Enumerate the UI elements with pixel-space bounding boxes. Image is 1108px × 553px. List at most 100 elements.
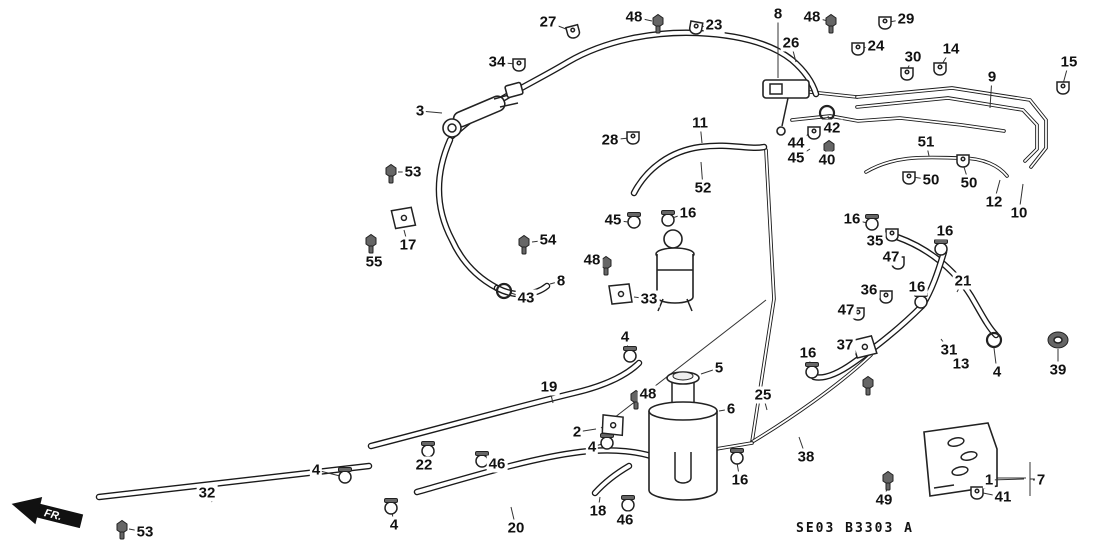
part-number-50[interactable]: 50	[958, 174, 980, 192]
part-number-12[interactable]: 12	[983, 193, 1005, 211]
part-number-11[interactable]: 11	[690, 114, 710, 132]
part-number-4[interactable]: 4	[309, 461, 323, 479]
part-number-54[interactable]: 54	[537, 231, 559, 249]
part-number-47[interactable]: 47	[880, 248, 902, 266]
part-number-4[interactable]: 4	[618, 328, 632, 346]
part-number-50[interactable]: 50	[920, 171, 942, 189]
clip-icon	[879, 290, 893, 304]
part-number-48[interactable]: 48	[637, 385, 659, 403]
hose-path-inner	[450, 30, 818, 138]
part-number-27[interactable]: 27	[537, 13, 559, 31]
part-number-30[interactable]: 30	[902, 48, 924, 66]
part-number-53[interactable]: 53	[134, 523, 156, 541]
clamp-icon	[600, 433, 614, 450]
part-number-33[interactable]: 33	[638, 290, 660, 308]
joint-connector-assembly	[762, 79, 810, 136]
pipe-path-inner	[751, 354, 872, 443]
part-number-38[interactable]: 38	[795, 448, 817, 466]
part-number-41[interactable]: 41	[992, 488, 1014, 506]
part-number-16[interactable]: 16	[906, 278, 928, 296]
part-number-48[interactable]: 48	[581, 251, 603, 269]
part-number-29[interactable]: 29	[895, 10, 917, 28]
clamp-icon	[934, 239, 948, 256]
part-number-45[interactable]: 45	[602, 211, 624, 229]
part-number-53[interactable]: 53	[402, 163, 424, 181]
bolt-icon	[882, 470, 894, 491]
clamp-icon	[338, 467, 352, 484]
bolt-icon	[116, 519, 128, 540]
ring-icon	[495, 282, 513, 300]
part-number-20[interactable]: 20	[505, 519, 527, 537]
grommet-icon	[1047, 331, 1069, 349]
part-number-14[interactable]: 14	[940, 40, 962, 58]
part-number-48[interactable]: 48	[801, 8, 823, 26]
part-number-16[interactable]: 16	[797, 344, 819, 362]
part-number-23[interactable]: 23	[703, 16, 725, 34]
part-number-7[interactable]: 7	[1034, 471, 1048, 489]
clip-icon	[933, 62, 947, 76]
part-number-25[interactable]: 25	[752, 386, 774, 404]
part-number-43[interactable]: 43	[515, 289, 537, 307]
clip-icon	[902, 171, 916, 185]
part-number-16[interactable]: 16	[729, 471, 751, 489]
part-number-24[interactable]: 24	[865, 37, 887, 55]
part-number-19[interactable]: 19	[538, 378, 560, 396]
part-number-18[interactable]: 18	[587, 502, 609, 520]
part-number-52[interactable]: 52	[692, 179, 714, 197]
part-number-47[interactable]: 47	[835, 301, 857, 319]
part-number-49[interactable]: 49	[873, 491, 895, 509]
part-number-10[interactable]: 10	[1008, 204, 1030, 222]
part-number-42[interactable]: 42	[821, 119, 843, 137]
part-number-37[interactable]: 37	[834, 336, 856, 354]
pipe-path-inner	[715, 442, 753, 450]
clip-icon	[956, 154, 970, 168]
part-number-31[interactable]: 31	[938, 341, 960, 359]
part-number-1[interactable]: 1	[982, 471, 996, 489]
part-number-21[interactable]: 21	[952, 272, 974, 290]
clamp-icon	[627, 212, 641, 229]
part-number-35[interactable]: 35	[864, 232, 886, 250]
inlet-joint-assembly	[442, 81, 524, 138]
part-number-5[interactable]: 5	[712, 359, 726, 377]
part-number-13[interactable]: 13	[950, 355, 972, 373]
part-number-39[interactable]: 39	[1047, 361, 1069, 379]
clip-icon	[688, 20, 704, 35]
bracket-icon	[390, 206, 417, 230]
bolt-icon	[862, 375, 874, 396]
part-number-2[interactable]: 2	[570, 423, 584, 441]
fr-arrow: FR.	[11, 497, 84, 529]
hose-path-inner	[437, 138, 499, 290]
clamp-icon	[623, 346, 637, 363]
part-number-4[interactable]: 4	[387, 516, 401, 534]
part-number-51[interactable]: 51	[915, 133, 937, 151]
part-number-28[interactable]: 28	[599, 131, 621, 149]
part-number-3[interactable]: 3	[413, 102, 427, 120]
bolt-icon	[825, 13, 837, 34]
part-number-4[interactable]: 4	[585, 438, 599, 456]
part-number-8[interactable]: 8	[554, 272, 568, 290]
clamp-icon	[661, 210, 675, 227]
part-number-48[interactable]: 48	[623, 8, 645, 26]
part-number-44[interactable]: 44	[785, 134, 807, 152]
part-number-45[interactable]: 45	[785, 149, 807, 167]
small-parts-layer	[116, 13, 1070, 540]
part-number-36[interactable]: 36	[858, 281, 880, 299]
part-number-16[interactable]: 16	[934, 222, 956, 240]
part-number-40[interactable]: 40	[816, 151, 838, 169]
part-number-22[interactable]: 22	[413, 456, 435, 474]
part-number-46[interactable]: 46	[486, 455, 508, 473]
part-number-16[interactable]: 16	[841, 210, 863, 228]
part-number-32[interactable]: 32	[196, 484, 218, 502]
part-number-8[interactable]: 8	[771, 5, 785, 23]
part-number-46[interactable]: 46	[614, 511, 636, 529]
part-number-34[interactable]: 34	[486, 53, 508, 71]
part-number-9[interactable]: 9	[985, 68, 999, 86]
clamp-icon	[805, 362, 819, 379]
part-number-55[interactable]: 55	[363, 253, 385, 271]
part-number-26[interactable]: 26	[780, 34, 802, 52]
part-number-15[interactable]: 15	[1058, 53, 1080, 71]
part-number-16[interactable]: 16	[677, 204, 699, 222]
part-number-4[interactable]: 4	[990, 363, 1004, 381]
part-number-17[interactable]: 17	[397, 236, 419, 254]
part-number-6[interactable]: 6	[724, 400, 738, 418]
